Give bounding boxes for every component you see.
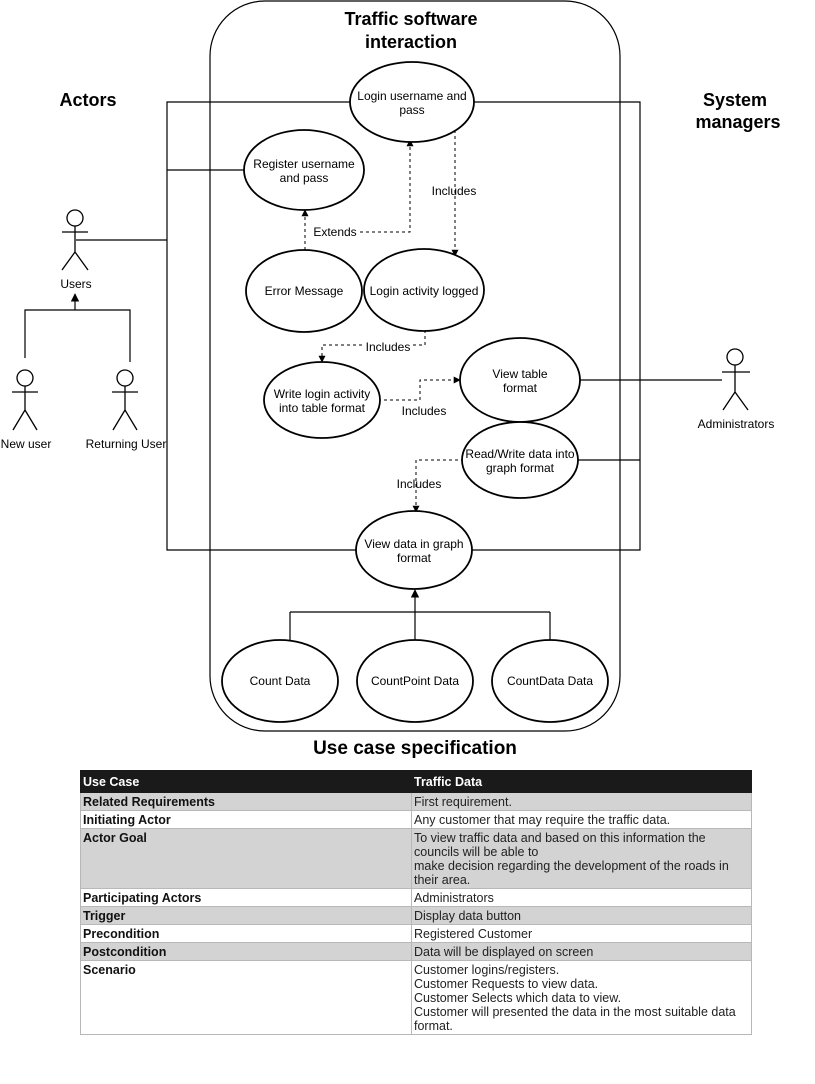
users-actor-icon <box>61 209 89 271</box>
usecase-view-table-label-2: format <box>503 381 538 395</box>
usecase-write-table-label-2: into table format <box>279 401 366 415</box>
usecase-error-message <box>245 249 363 333</box>
usecase-countdata-data <box>491 639 609 723</box>
data-source-connectors <box>289 589 551 640</box>
spec-row-key: Precondition <box>80 924 412 943</box>
spec-row-value: Data will be displayed on screen <box>411 942 752 961</box>
usecase-write-table <box>263 361 381 439</box>
users-label: Users <box>60 277 91 291</box>
right-actor-connectors <box>470 101 722 551</box>
usecase-login <box>349 61 475 143</box>
spec-row-value: Administrators <box>411 888 752 907</box>
usecase-register-label-2: and pass <box>280 171 329 185</box>
usecase-view-graph-label-2: format <box>397 551 432 565</box>
spec-title: Use case specification <box>313 738 517 759</box>
usecase-view-graph <box>355 510 473 590</box>
spec-row-key: Participating Actors <box>80 888 412 907</box>
spec-row-value: Registered Customer <box>411 924 752 943</box>
spec-row-key: Initiating Actor <box>80 810 412 829</box>
system-title-line2: interaction <box>365 32 457 52</box>
managers-heading-line2: managers <box>695 112 780 132</box>
usecase-view-graph-label-1: View data in graph <box>364 537 463 551</box>
extends-label: Extends <box>313 225 356 239</box>
new-user-label: New user <box>1 437 52 451</box>
system-title-line1: Traffic software <box>344 9 477 29</box>
spec-row-key: Related Requirements <box>80 792 412 811</box>
spec-row-value: Display data button <box>411 906 752 925</box>
spec-header-value: Traffic Data <box>411 770 752 793</box>
managers-heading-line1: System <box>703 90 767 110</box>
usecase-countpoint-data-label: CountPoint Data <box>371 674 459 688</box>
spec-row-key: Scenario <box>80 960 412 1035</box>
new-user-actor-icon <box>12 369 38 431</box>
usecase-view-table-label-1: View table <box>492 367 547 381</box>
administrators-label: Administrators <box>698 417 775 431</box>
administrators-actor-icon <box>722 348 750 411</box>
usecase-login-label-2: pass <box>399 103 424 117</box>
spec-header-row: Use Case Traffic Data <box>80 770 752 793</box>
use-case-spec-table: Use Case Traffic Data Related Requiremen… <box>80 770 752 1035</box>
left-actor-connectors <box>76 101 358 551</box>
usecase-login-label-1: Login username and <box>357 89 466 103</box>
usecase-count-data <box>221 639 339 723</box>
usecase-count-data-label: Count Data <box>250 674 311 688</box>
usecase-register <box>243 129 365 211</box>
includes-label-1: Includes <box>432 184 477 198</box>
spec-row-value: Customer logins/registers. Customer Requ… <box>411 960 752 1035</box>
usecase-register-label-1: Register username <box>253 157 355 171</box>
usecase-login-logged <box>363 248 485 332</box>
usecase-readwrite-label-1: Read/Write data into <box>465 447 574 461</box>
use-case-diagram: Traffic software interaction Actors Syst… <box>1 0 781 732</box>
usecase-login-logged-label: Login activity logged <box>370 284 479 298</box>
returning-user-label: Returning User <box>86 437 167 451</box>
spec-row-value: Any customer that may require the traffi… <box>411 810 752 829</box>
includes-label-3: Includes <box>402 404 447 418</box>
spec-row-key: Postcondition <box>80 942 412 961</box>
usecase-countpoint-data <box>356 639 474 723</box>
actors-heading: Actors <box>59 90 116 110</box>
usecase-readwrite-label-2: graph format <box>486 461 555 475</box>
spec-row-value: To view traffic data and based on this i… <box>411 828 752 889</box>
spec-row-key: Actor Goal <box>80 828 412 889</box>
usecase-countdata-data-label: CountData Data <box>507 674 593 688</box>
includes-label-2: Includes <box>366 340 411 354</box>
usecase-readwrite-graph <box>461 421 579 499</box>
includes-label-4: Includes <box>397 477 442 491</box>
usecase-error-label: Error Message <box>265 284 344 298</box>
spec-row-key: Trigger <box>80 906 412 925</box>
system-boundary <box>209 0 621 732</box>
user-generalization <box>24 293 131 362</box>
usecase-write-table-label-1: Write login activity <box>274 387 370 401</box>
spec-row-value: First requirement. <box>411 792 752 811</box>
spec-header-key: Use Case <box>80 770 412 793</box>
returning-user-actor-icon <box>112 369 138 431</box>
